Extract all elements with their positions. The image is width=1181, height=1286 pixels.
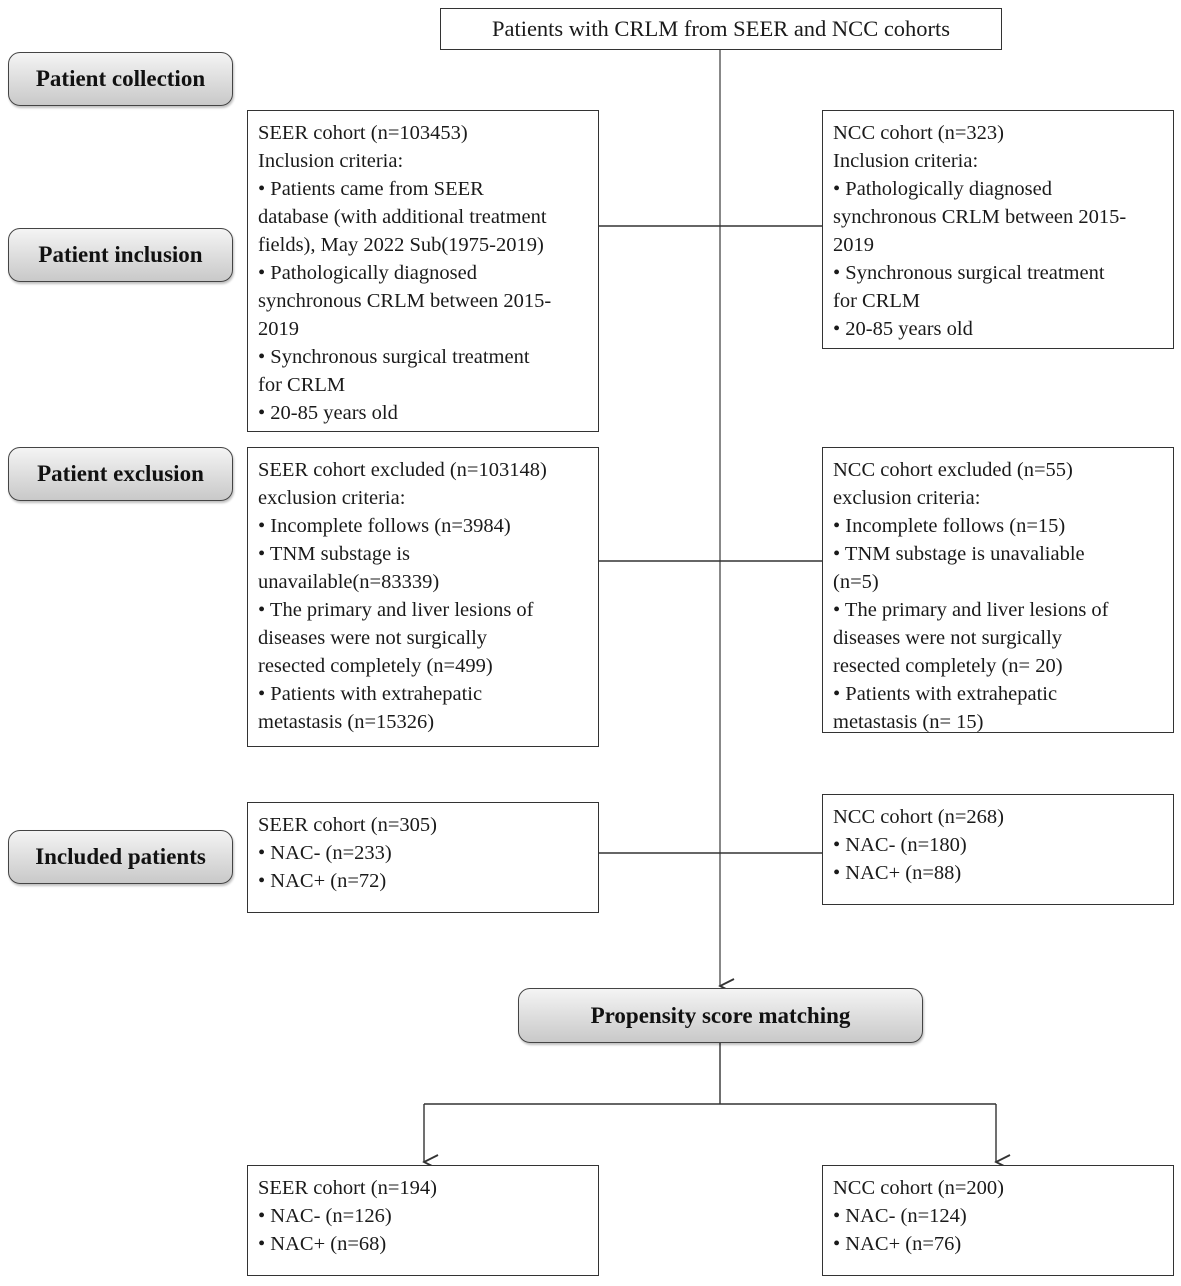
criteria-line: metastasis (n=15326)	[258, 711, 435, 733]
title-text: Patients with CRLM from SEER and NCC coh…	[491, 16, 951, 41]
ncc-inclusion-box: NCC cohort (n=323) Inclusion criteria: • P…	[822, 110, 1174, 349]
stage-included-patients: Included patients	[8, 830, 233, 884]
criteria-line: metastasis (n= 15)	[833, 711, 984, 733]
criteria-line: • NAC+ (n=68)	[258, 1233, 387, 1255]
criteria-line: • NAC+ (n=88)	[833, 862, 962, 884]
criteria-line: NCC cohort (n=323)	[833, 122, 1004, 144]
criteria-line: • TNM substage is	[258, 543, 411, 565]
criteria-line: SEER cohort excluded (n=103148)	[258, 459, 547, 481]
criteria-line: exclusion criteria:	[833, 487, 981, 509]
criteria-line: • NAC+ (n=72)	[258, 870, 387, 892]
criteria-line: • NAC- (n=126)	[258, 1205, 392, 1227]
criteria-line: for CRLM	[833, 290, 921, 312]
seer-matched-box: SEER cohort (n=194) • NAC- (n=126) • NAC+ …	[247, 1165, 599, 1276]
stage-patient-exclusion: Patient exclusion	[8, 447, 233, 501]
stage-label: Included patients	[35, 844, 206, 869]
criteria-line: • Patients with extrahepatic	[258, 683, 483, 705]
seer-exclusion-box: SEER cohort excluded (n=103148) exclusion…	[247, 447, 599, 747]
criteria-line: NCC cohort (n=200)	[833, 1177, 1004, 1199]
criteria-line: • The primary and liver lesions of	[833, 599, 1109, 621]
criteria-line: • NAC+ (n=76)	[833, 1233, 962, 1255]
criteria-line: resected completely (n= 20)	[833, 655, 1063, 677]
criteria-line: NCC cohort (n=268)	[833, 806, 1004, 828]
criteria-line: database (with additional treatment	[258, 206, 547, 228]
criteria-line: • TNM substage is unavaliable	[833, 543, 1085, 565]
criteria-line: SEER cohort (n=103453)	[258, 122, 468, 144]
criteria-line: • NAC- (n=124)	[833, 1205, 967, 1227]
stage-patient-inclusion: Patient inclusion	[8, 228, 233, 282]
criteria-line: • Pathologically diagnosed	[833, 178, 1052, 200]
criteria-line: 2019	[833, 234, 874, 256]
criteria-line: diseases were not surgically	[833, 627, 1063, 649]
criteria-line: 2019	[258, 318, 299, 340]
criteria-line: synchronous CRLM between 2015-	[258, 290, 552, 312]
seer-inclusion-box: SEER cohort (n=103453) Inclusion criteria…	[247, 110, 599, 432]
criteria-line: SEER cohort (n=194)	[258, 1177, 437, 1199]
criteria-line: • 20-85 years old	[258, 402, 398, 424]
ncc-matched-box: NCC cohort (n=200) • NAC- (n=124) • NAC+ (…	[822, 1165, 1174, 1276]
criteria-line: for CRLM	[258, 374, 346, 396]
criteria-line: • Incomplete follows (n=3984)	[258, 515, 511, 537]
criteria-line: synchronous CRLM between 2015-	[833, 206, 1127, 228]
criteria-line: (n=5)	[833, 571, 879, 593]
stage-propensity-score-matching: Propensity score matching	[518, 988, 923, 1043]
criteria-line: • NAC- (n=233)	[258, 842, 392, 864]
stage-label: Patient collection	[35, 66, 206, 91]
criteria-line: NCC cohort excluded (n=55)	[833, 459, 1073, 481]
stage-patient-collection: Patient collection	[8, 52, 233, 106]
criteria-line: • Pathologically diagnosed	[258, 262, 477, 284]
ncc-exclusion-box: NCC cohort excluded (n=55) exclusion crit…	[822, 447, 1174, 733]
criteria-line: resected completely (n=499)	[258, 655, 493, 677]
criteria-line: • Patients with extrahepatic	[833, 683, 1058, 705]
criteria-line: • 20-85 years old	[833, 318, 973, 340]
criteria-line: • Patients came from SEER	[258, 178, 484, 200]
criteria-line: Inclusion criteria:	[833, 150, 979, 172]
criteria-line: SEER cohort (n=305)	[258, 814, 437, 836]
criteria-line: • Synchronous surgical treatment	[833, 262, 1105, 284]
criteria-line: exclusion criteria:	[258, 487, 406, 509]
stage-label: Patient exclusion	[37, 461, 204, 486]
criteria-line: unavailable(n=83339)	[258, 571, 440, 593]
stage-label: Patient inclusion	[38, 242, 203, 267]
criteria-line: • NAC- (n=180)	[833, 834, 967, 856]
criteria-line: diseases were not surgically	[258, 627, 488, 649]
ncc-included-box: NCC cohort (n=268) • NAC- (n=180) • NAC+ (…	[822, 794, 1174, 905]
flowchart-title: Patients with CRLM from SEER and NCC coh…	[440, 8, 1002, 50]
criteria-line: fields), May 2022 Sub(1975-2019)	[258, 234, 544, 256]
stage-label: Propensity score matching	[590, 1002, 851, 1028]
criteria-line: Inclusion criteria:	[258, 150, 404, 172]
criteria-line: • Incomplete follows (n=15)	[833, 515, 1066, 537]
criteria-line: • The primary and liver lesions of	[258, 599, 534, 621]
criteria-line: • Synchronous surgical treatment	[258, 346, 530, 368]
seer-included-box: SEER cohort (n=305) • NAC- (n=233) • NAC+ …	[247, 802, 599, 913]
